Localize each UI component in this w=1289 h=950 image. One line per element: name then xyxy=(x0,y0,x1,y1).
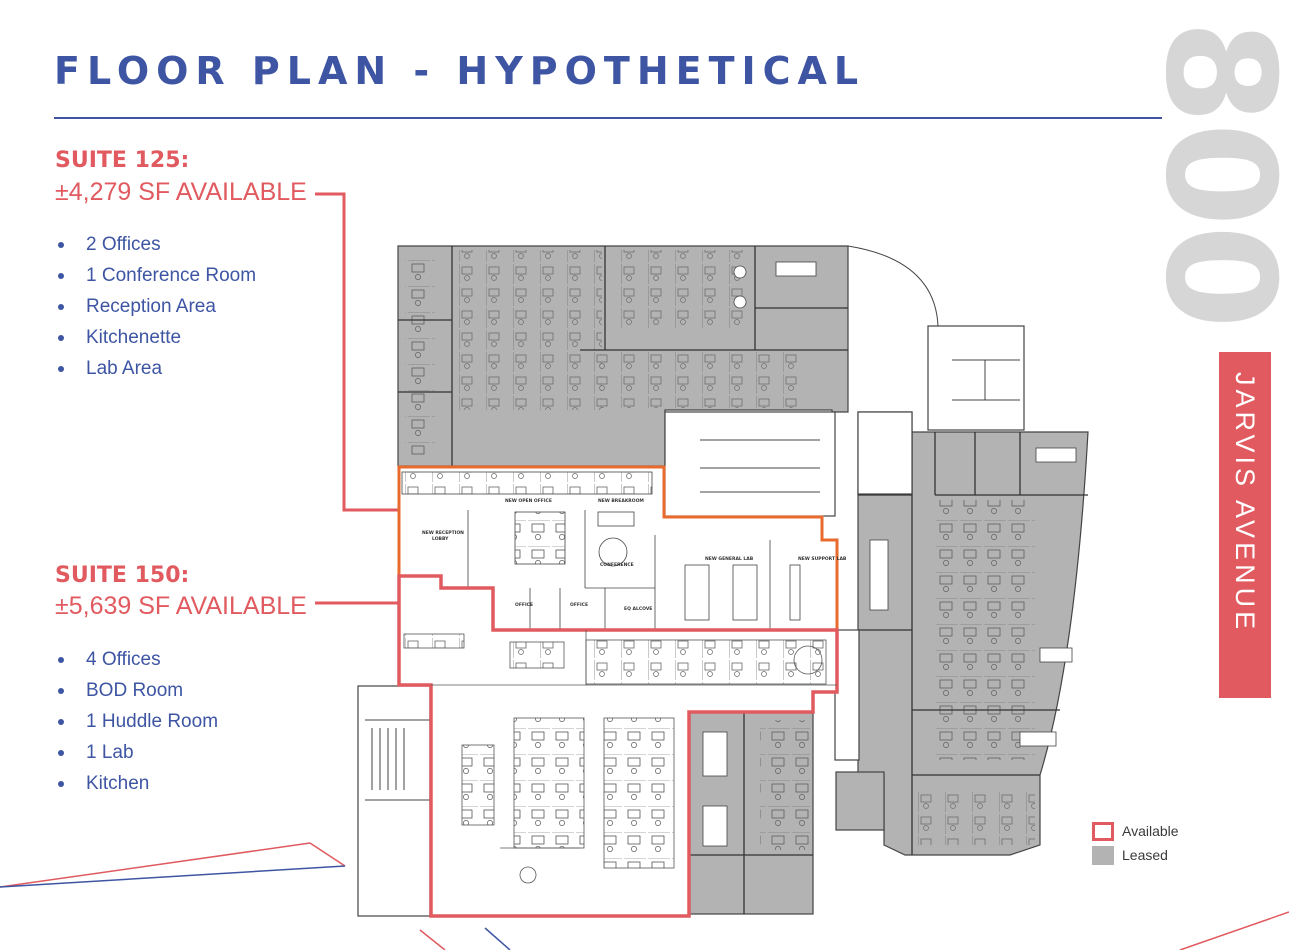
leased-walls xyxy=(398,246,1088,914)
suite-125-features: 2 Offices 1 Conference Room Reception Ar… xyxy=(58,229,256,384)
suite-150-plan xyxy=(397,574,839,918)
feature-label: Kitchen xyxy=(86,773,150,794)
feature-label: 1 Lab xyxy=(86,742,134,763)
leased-furniture xyxy=(405,250,1035,850)
feature-label: 4 Offices xyxy=(86,649,161,670)
suite-150-heading: SUITE 150: xyxy=(55,563,190,588)
feature-item: 2 Offices xyxy=(58,229,256,260)
feature-item: BOD Room xyxy=(58,675,218,706)
label-support-lab: NEW SUPPORT LAB xyxy=(798,556,847,562)
legend-available-label: Available xyxy=(1122,823,1179,839)
feature-label: BOD Room xyxy=(86,680,184,701)
page-title: FLOOR PLAN - HYPOTHETICAL xyxy=(54,49,866,93)
feature-item: 1 Lab xyxy=(58,737,218,768)
suite-125-area: ±4,279 SF AVAILABLE xyxy=(55,178,307,206)
bullet-icon xyxy=(58,781,64,787)
label-lobby: LOBBY xyxy=(432,536,449,542)
feature-label: 2 Offices xyxy=(86,234,161,255)
suite-150-features: 4 Offices BOD Room 1 Huddle Room 1 Lab K… xyxy=(58,644,218,799)
feature-item: 1 Huddle Room xyxy=(58,706,218,737)
bullet-icon xyxy=(58,719,64,725)
suite-125-heading: SUITE 125: xyxy=(55,148,190,173)
callout-lines xyxy=(315,192,398,605)
feature-label: Lab Area xyxy=(86,358,163,379)
suite-125-plan: NEW OPEN OFFICE NEW BREAKROOM NEW RECEPT… xyxy=(397,465,847,632)
label-reception: NEW RECEPTION xyxy=(422,530,464,536)
label-eq-alcove: EQ ALCOVE xyxy=(624,606,652,612)
bullet-icon xyxy=(58,688,64,694)
feature-label: Kitchenette xyxy=(86,327,182,348)
legend-leased-label: Leased xyxy=(1122,847,1168,863)
label-office-1: OFFICE xyxy=(515,602,533,608)
suite-125-leader xyxy=(315,192,398,512)
bullet-icon xyxy=(58,242,64,248)
suite-150-area: ±5,639 SF AVAILABLE xyxy=(55,592,307,620)
leased-swatch xyxy=(1092,846,1114,865)
feature-item: 4 Offices xyxy=(58,644,218,675)
label-conference: CONFERENCE xyxy=(600,562,634,568)
feature-item: 1 Conference Room xyxy=(58,260,256,291)
label-general-lab: NEW GENERAL LAB xyxy=(705,556,754,562)
decorative-lines xyxy=(0,842,1289,950)
feature-item: Lab Area xyxy=(58,353,256,384)
feature-item: Reception Area xyxy=(58,291,256,322)
label-breakroom: NEW BREAKROOM xyxy=(598,498,644,504)
title-divider xyxy=(54,117,1162,119)
bullet-icon xyxy=(58,304,64,310)
feature-label: Reception Area xyxy=(86,296,216,317)
feature-item: Kitchenette xyxy=(58,322,256,353)
feature-label: 1 Conference Room xyxy=(86,265,257,286)
bullet-icon xyxy=(58,750,64,756)
label-office-2: OFFICE xyxy=(570,602,588,608)
feature-label: 1 Huddle Room xyxy=(86,711,219,732)
feature-item: Kitchen xyxy=(58,768,218,799)
bullet-icon xyxy=(58,657,64,663)
common-details xyxy=(365,245,1020,801)
bullet-icon xyxy=(58,273,64,279)
bullet-icon xyxy=(58,335,64,341)
label-open-office: NEW OPEN OFFICE xyxy=(505,498,552,504)
bullet-icon xyxy=(58,366,64,372)
leased-small-block xyxy=(835,771,885,831)
common-areas xyxy=(357,325,1025,917)
leased-tables xyxy=(702,261,1077,847)
available-swatch xyxy=(1092,822,1114,841)
street-banner: JARVIS AVENUE xyxy=(1219,352,1271,698)
